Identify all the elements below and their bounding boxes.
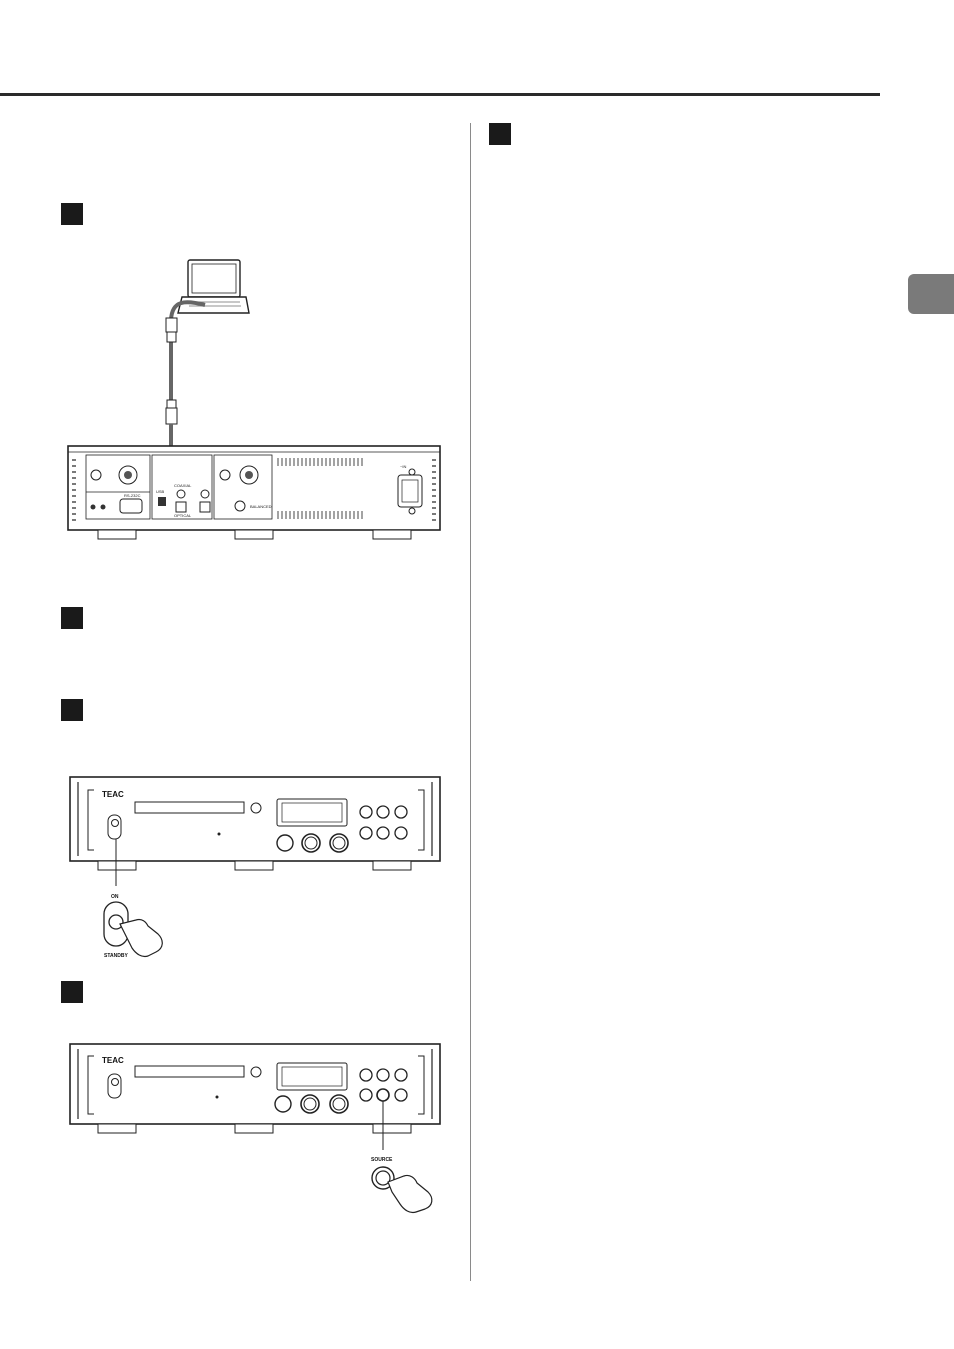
usb-a-plug	[165, 317, 178, 343]
step-2-marker	[61, 607, 83, 629]
usb-cable	[169, 300, 206, 400]
source-button-zoom	[371, 1166, 395, 1190]
source-label: SOURCE	[371, 1157, 393, 1163]
hand-pointer-icon	[119, 918, 163, 958]
teac-logo: TEAC	[102, 790, 124, 799]
step-5-marker	[489, 123, 511, 145]
teac-logo-2: TEAC	[102, 1056, 124, 1065]
hand-pointer-icon-2	[387, 1174, 433, 1214]
step-3-marker	[61, 699, 83, 721]
on-label: ON	[111, 894, 119, 900]
front-panel-chassis: TEAC	[69, 776, 441, 871]
column-divider	[470, 123, 471, 1281]
power-switch-zoom	[103, 901, 129, 947]
step-1-marker	[61, 203, 83, 225]
step-4-marker	[61, 981, 83, 1003]
balanced-label: BALANCED	[250, 504, 272, 509]
front-panel-chassis-2: TEAC	[69, 1043, 441, 1134]
optical-label-1: OPTICAL	[174, 513, 192, 518]
coaxial-label-1: COAXIAL	[174, 483, 192, 488]
power-inlet-label: ~IN	[400, 464, 406, 469]
top-rule	[0, 93, 880, 96]
rs232c-label: RS-232C	[124, 493, 141, 498]
usb-label: USB	[156, 489, 165, 494]
chapter-tab	[908, 274, 954, 314]
rear-panel-chassis: RS-232C USB COAXIAL OPTICAL BALANCED ~IN	[67, 445, 441, 540]
laptop-icon	[177, 259, 250, 314]
standby-label: STANDBY	[104, 953, 128, 959]
